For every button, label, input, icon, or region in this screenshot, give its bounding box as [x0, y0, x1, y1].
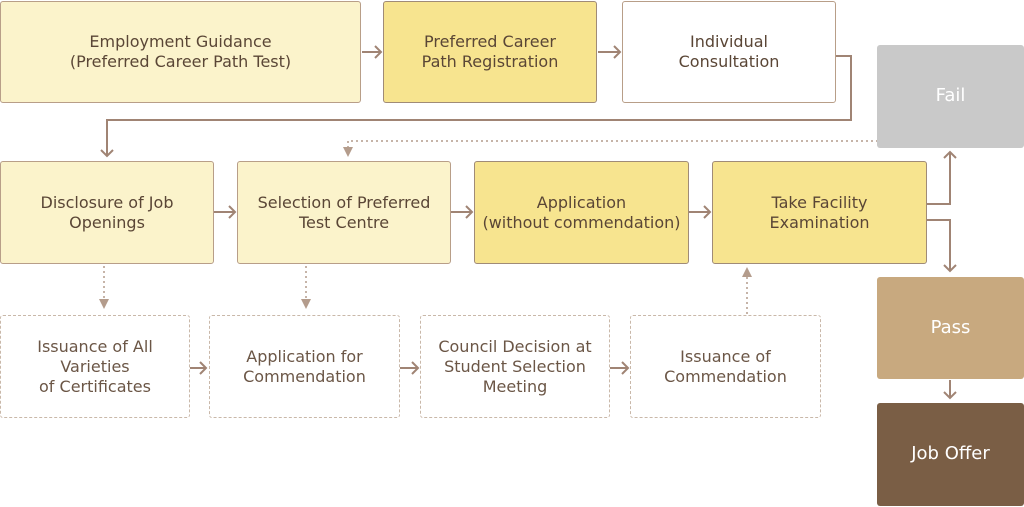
- pass-box: Pass: [877, 277, 1024, 379]
- application-for-commendation-box: Application for Commendation: [209, 315, 400, 418]
- council-decision-box: Council Decision at Student Selection Me…: [420, 315, 610, 418]
- take-facility-examination-box: Take Facility Examination: [712, 161, 927, 264]
- individual-consultation-box: Individual Consultation: [622, 1, 836, 103]
- job-offer-box: Job Offer: [877, 403, 1024, 506]
- dotted-arrow-fail-to-selection: [343, 140, 878, 157]
- arrow-consultation-to-disclosure: [100, 55, 852, 158]
- disclosure-job-openings-box: Disclosure of Job Openings: [0, 161, 214, 264]
- application-without-commendation-box: Application (without commendation): [474, 161, 689, 264]
- selection-test-centre-box: Selection of Preferred Test Centre: [237, 161, 451, 264]
- issuance-certificates-box: Issuance of All Varieties of Certificate…: [0, 315, 190, 418]
- issuance-commendation-box: Issuance of Commendation: [630, 315, 821, 418]
- arrow-examination-to-pass: [927, 219, 957, 273]
- arrow-examination-to-fail: [927, 150, 957, 205]
- fail-box: Fail: [877, 45, 1024, 148]
- employment-guidance-box: Employment Guidance (Preferred Career Pa…: [0, 1, 361, 103]
- preferred-career-registration-box: Preferred Career Path Registration: [383, 1, 597, 103]
